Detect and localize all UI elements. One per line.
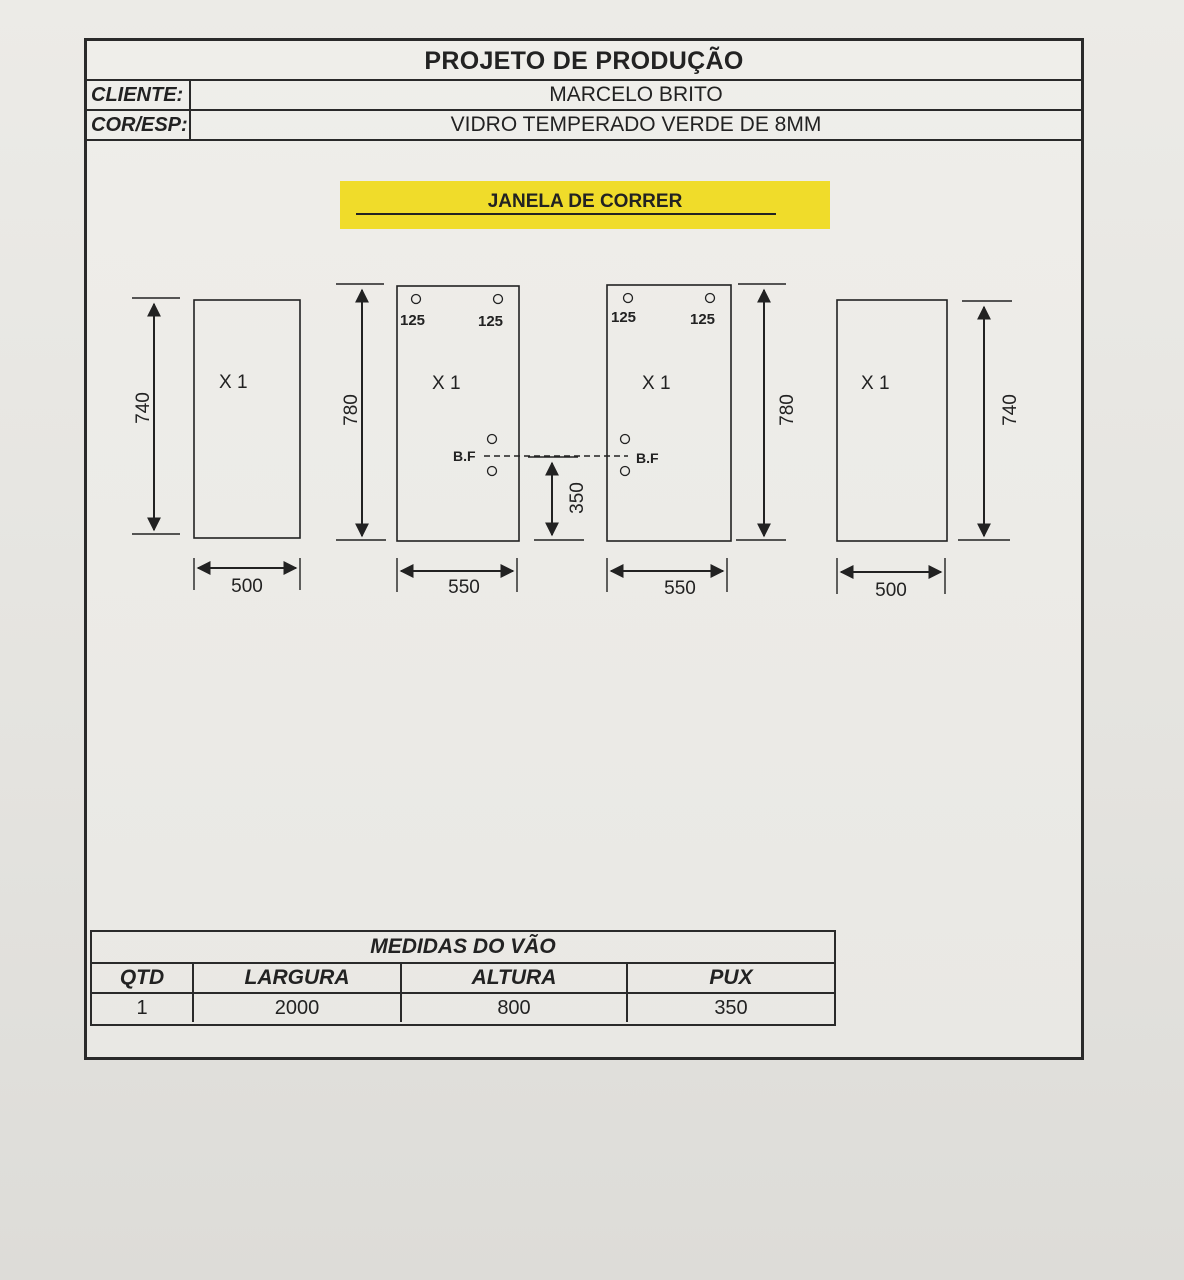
panel-3-quantity: X 1 xyxy=(642,373,671,394)
panel-1: X 1 500 740 xyxy=(132,297,301,597)
color-spec-row: COR/ESP: VIDRO TEMPERADO VERDE DE 8MM xyxy=(87,111,1081,141)
panel-2-hole-right xyxy=(492,293,504,305)
panel-3-outline xyxy=(606,284,732,542)
panel-4-width: 500 xyxy=(875,580,907,601)
panel-1-outline xyxy=(193,299,301,539)
header-pux: PUX xyxy=(709,966,753,989)
sheet-title: PROJETO DE PRODUÇÃO xyxy=(87,41,1081,81)
lock-axis: 350 xyxy=(484,455,628,541)
panel-2-height: 780 xyxy=(341,394,362,426)
panel-3-hole-right-offset: 125 xyxy=(690,311,715,328)
panel-1-width: 500 xyxy=(231,576,263,597)
header-qtd: QTD xyxy=(92,964,194,992)
value-largura: 2000 xyxy=(194,994,402,1022)
value-pux: 350 xyxy=(714,997,748,1019)
panel-4-outline xyxy=(836,299,948,542)
measurements-title: MEDIDAS DO VÃO xyxy=(92,932,834,964)
panel-2: 125 125 X 1 B.F 550 780 xyxy=(336,283,520,598)
header-largura: LARGURA xyxy=(194,964,402,992)
client-value: MARCELO BRITO xyxy=(549,83,723,106)
panel-2-outline xyxy=(396,285,520,542)
panel-3: 125 125 X 1 B.F 550 780 xyxy=(606,283,798,599)
measurements-data-row: 1 2000 800 350 xyxy=(92,994,834,1024)
panel-2-hole-right-offset: 125 xyxy=(478,313,503,330)
panel-4-quantity: X 1 xyxy=(861,373,890,394)
panel-4: X 1 500 740 xyxy=(836,299,1021,601)
measurements-header-row: QTD LARGURA ALTURA PUX xyxy=(92,964,834,994)
section-banner: JANELA DE CORRER xyxy=(340,181,830,229)
panel-3-hole-right xyxy=(704,292,716,304)
section-title: JANELA DE CORRER xyxy=(487,191,683,212)
value-qtd: 1 xyxy=(92,994,194,1022)
panel-2-lock-label: B.F xyxy=(453,448,476,464)
panel-3-lock-label: B.F xyxy=(636,450,659,466)
color-spec-value: VIDRO TEMPERADO VERDE DE 8MM xyxy=(450,113,822,136)
section-underline xyxy=(356,213,776,215)
panel-3-height: 780 xyxy=(777,394,798,426)
panel-2-width: 550 xyxy=(448,577,480,598)
panel-1-height: 740 xyxy=(133,392,154,424)
panel-3-hole-left-offset: 125 xyxy=(611,309,636,326)
panel-4-height: 740 xyxy=(1000,394,1021,426)
value-altura: 800 xyxy=(402,994,628,1022)
panel-1-quantity: X 1 xyxy=(219,372,248,393)
panel-2-hole-left-offset: 125 xyxy=(400,312,425,329)
panel-3-width: 550 xyxy=(664,578,696,599)
client-row: CLIENTE: MARCELO BRITO xyxy=(87,81,1081,111)
header-altura: ALTURA xyxy=(402,964,628,992)
panel-2-quantity: X 1 xyxy=(432,373,461,394)
lock-height: 350 xyxy=(567,482,588,514)
measurements-table: MEDIDAS DO VÃO QTD LARGURA ALTURA PUX 1 … xyxy=(90,930,836,1026)
panel-2-hole-left xyxy=(410,293,422,305)
panel-3-hole-left xyxy=(622,292,634,304)
color-spec-label: COR/ESP: xyxy=(91,111,191,139)
client-label: CLIENTE: xyxy=(91,81,191,109)
